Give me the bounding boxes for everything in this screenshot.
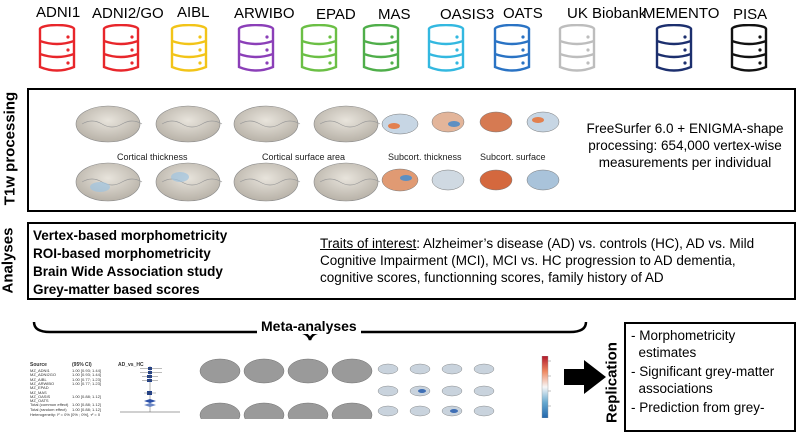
database-icon xyxy=(237,24,275,72)
forest-col-ci: (95% CI) xyxy=(72,362,92,368)
forest-row-ci: 1.00 [0.77; 1.23] xyxy=(72,380,101,386)
forest-row-name: MZ_ADNI1 xyxy=(30,368,50,373)
forest-col-effect: AD_vs_HC xyxy=(118,362,144,368)
method-vertex-morphometricity: Vertex-based morphometricity xyxy=(33,228,228,243)
forest-row-ci: 1.00 [0.93; 1.44] xyxy=(72,368,101,373)
replication-item-1: - Morphometricity xyxy=(631,328,736,343)
database-label: ADNI2/GO xyxy=(92,5,164,22)
colorbar xyxy=(541,356,551,418)
forest-row-ci: 1.00 [0.77; 1.23] xyxy=(72,376,101,382)
method-roi-morphometricity: ROI-based morphometricity xyxy=(33,246,211,261)
t1w-processing-box xyxy=(27,88,796,212)
forest-row-name: MZ_OATS xyxy=(30,398,49,404)
analyses-box xyxy=(27,222,796,300)
right-arrow-icon xyxy=(564,360,606,394)
forest-plot-marks xyxy=(120,366,180,413)
replication-box xyxy=(624,322,796,432)
forest-row-name: Total (random effect) xyxy=(30,406,67,412)
replication-item-1b: estimates xyxy=(631,345,697,360)
database-label: PISA xyxy=(733,6,768,23)
database-icon xyxy=(730,24,768,72)
database-icon xyxy=(300,24,338,72)
forest-row-name: MZ_OASIS xyxy=(30,393,51,399)
subcortical-shapes xyxy=(381,111,560,192)
caption-subcort-surface: Subcort. surface xyxy=(480,152,546,162)
database-icon xyxy=(427,24,465,72)
freesurfer-description: FreeSurfer 6.0 + ENIGMA-shape processing… xyxy=(586,121,784,170)
database-icon xyxy=(170,24,208,72)
database-label: AIBL xyxy=(177,4,210,21)
forest-col-source: Source xyxy=(30,362,47,368)
forest-row-name: MZ_ADNI2GO xyxy=(30,372,57,378)
forest-row-name: MZ_ARWIBO xyxy=(30,380,55,386)
database-icon xyxy=(38,24,76,72)
replication-item-2: - Significant grey-matter xyxy=(631,364,775,379)
database-label: ARWIBO xyxy=(234,5,295,22)
caption-subcort-thickness: Subcort. thickness xyxy=(388,152,462,162)
forest-row-ci: 1.00 [0.93; 1.44] xyxy=(72,372,101,378)
database-label: OASIS3 xyxy=(440,6,495,23)
database-icon xyxy=(362,24,400,72)
caption-cortical-surface-area: Cortical surface area xyxy=(262,152,346,162)
caption-cortical-thickness: Cortical thickness xyxy=(117,152,188,162)
database-label: UK Biobank xyxy=(567,5,647,22)
database-icon xyxy=(493,24,531,72)
t1w-side-label: T1w processing xyxy=(1,91,19,206)
forest-row-name: Total (common effect) xyxy=(30,402,69,408)
traits-of-interest: Traits of interest: Alzheimer’s disease … xyxy=(320,235,780,286)
meta-analysis-brains xyxy=(199,358,495,419)
traits-title: Traits of interest xyxy=(320,236,417,251)
replication-side-label: Replication xyxy=(603,342,621,423)
forest-row-ci: 1.00 [0.88; 1.12] xyxy=(72,393,101,399)
database-label: EPAD xyxy=(316,6,356,23)
database-label: OATS xyxy=(503,5,543,22)
replication-item-3: - Prediction from grey- xyxy=(631,400,765,415)
meta-analyses-title: Meta-analyses xyxy=(257,318,361,334)
method-bwas: Brain Wide Association study xyxy=(33,264,223,279)
database-label: ADNI1 xyxy=(36,4,81,21)
database-icon xyxy=(655,24,693,72)
database-icon xyxy=(558,24,596,72)
forest-row-name: MZ_EPAD xyxy=(30,385,49,391)
traits-text: : Alzheimer’s disease (AD) vs. controls … xyxy=(320,236,755,285)
cortical-thickness-brains xyxy=(75,105,223,202)
cortical-surface-brains xyxy=(233,105,381,202)
replication-item-2b: associations xyxy=(631,381,713,396)
forest-row-name: MZ_AIBL xyxy=(30,376,47,382)
meta-analyses-bracket xyxy=(32,321,588,341)
database-label: MEMENTO xyxy=(643,5,720,22)
forest-row-ci: 1.00 [0.88; 1.12] xyxy=(72,402,101,408)
analyses-side-label: Analyses xyxy=(0,227,17,294)
forest-heterogeneity: Heterogeneity: I² = 0% [0% ; 0%], τ² = 0 xyxy=(30,412,101,417)
forest-row-name: MZ_MAS xyxy=(30,389,47,395)
method-gm-scores: Grey-matter based scores xyxy=(33,282,200,297)
database-label: MAS xyxy=(378,6,411,23)
database-icon xyxy=(102,24,140,72)
forest-row-ci: 1.00 [0.88; 1.12] xyxy=(72,406,101,412)
